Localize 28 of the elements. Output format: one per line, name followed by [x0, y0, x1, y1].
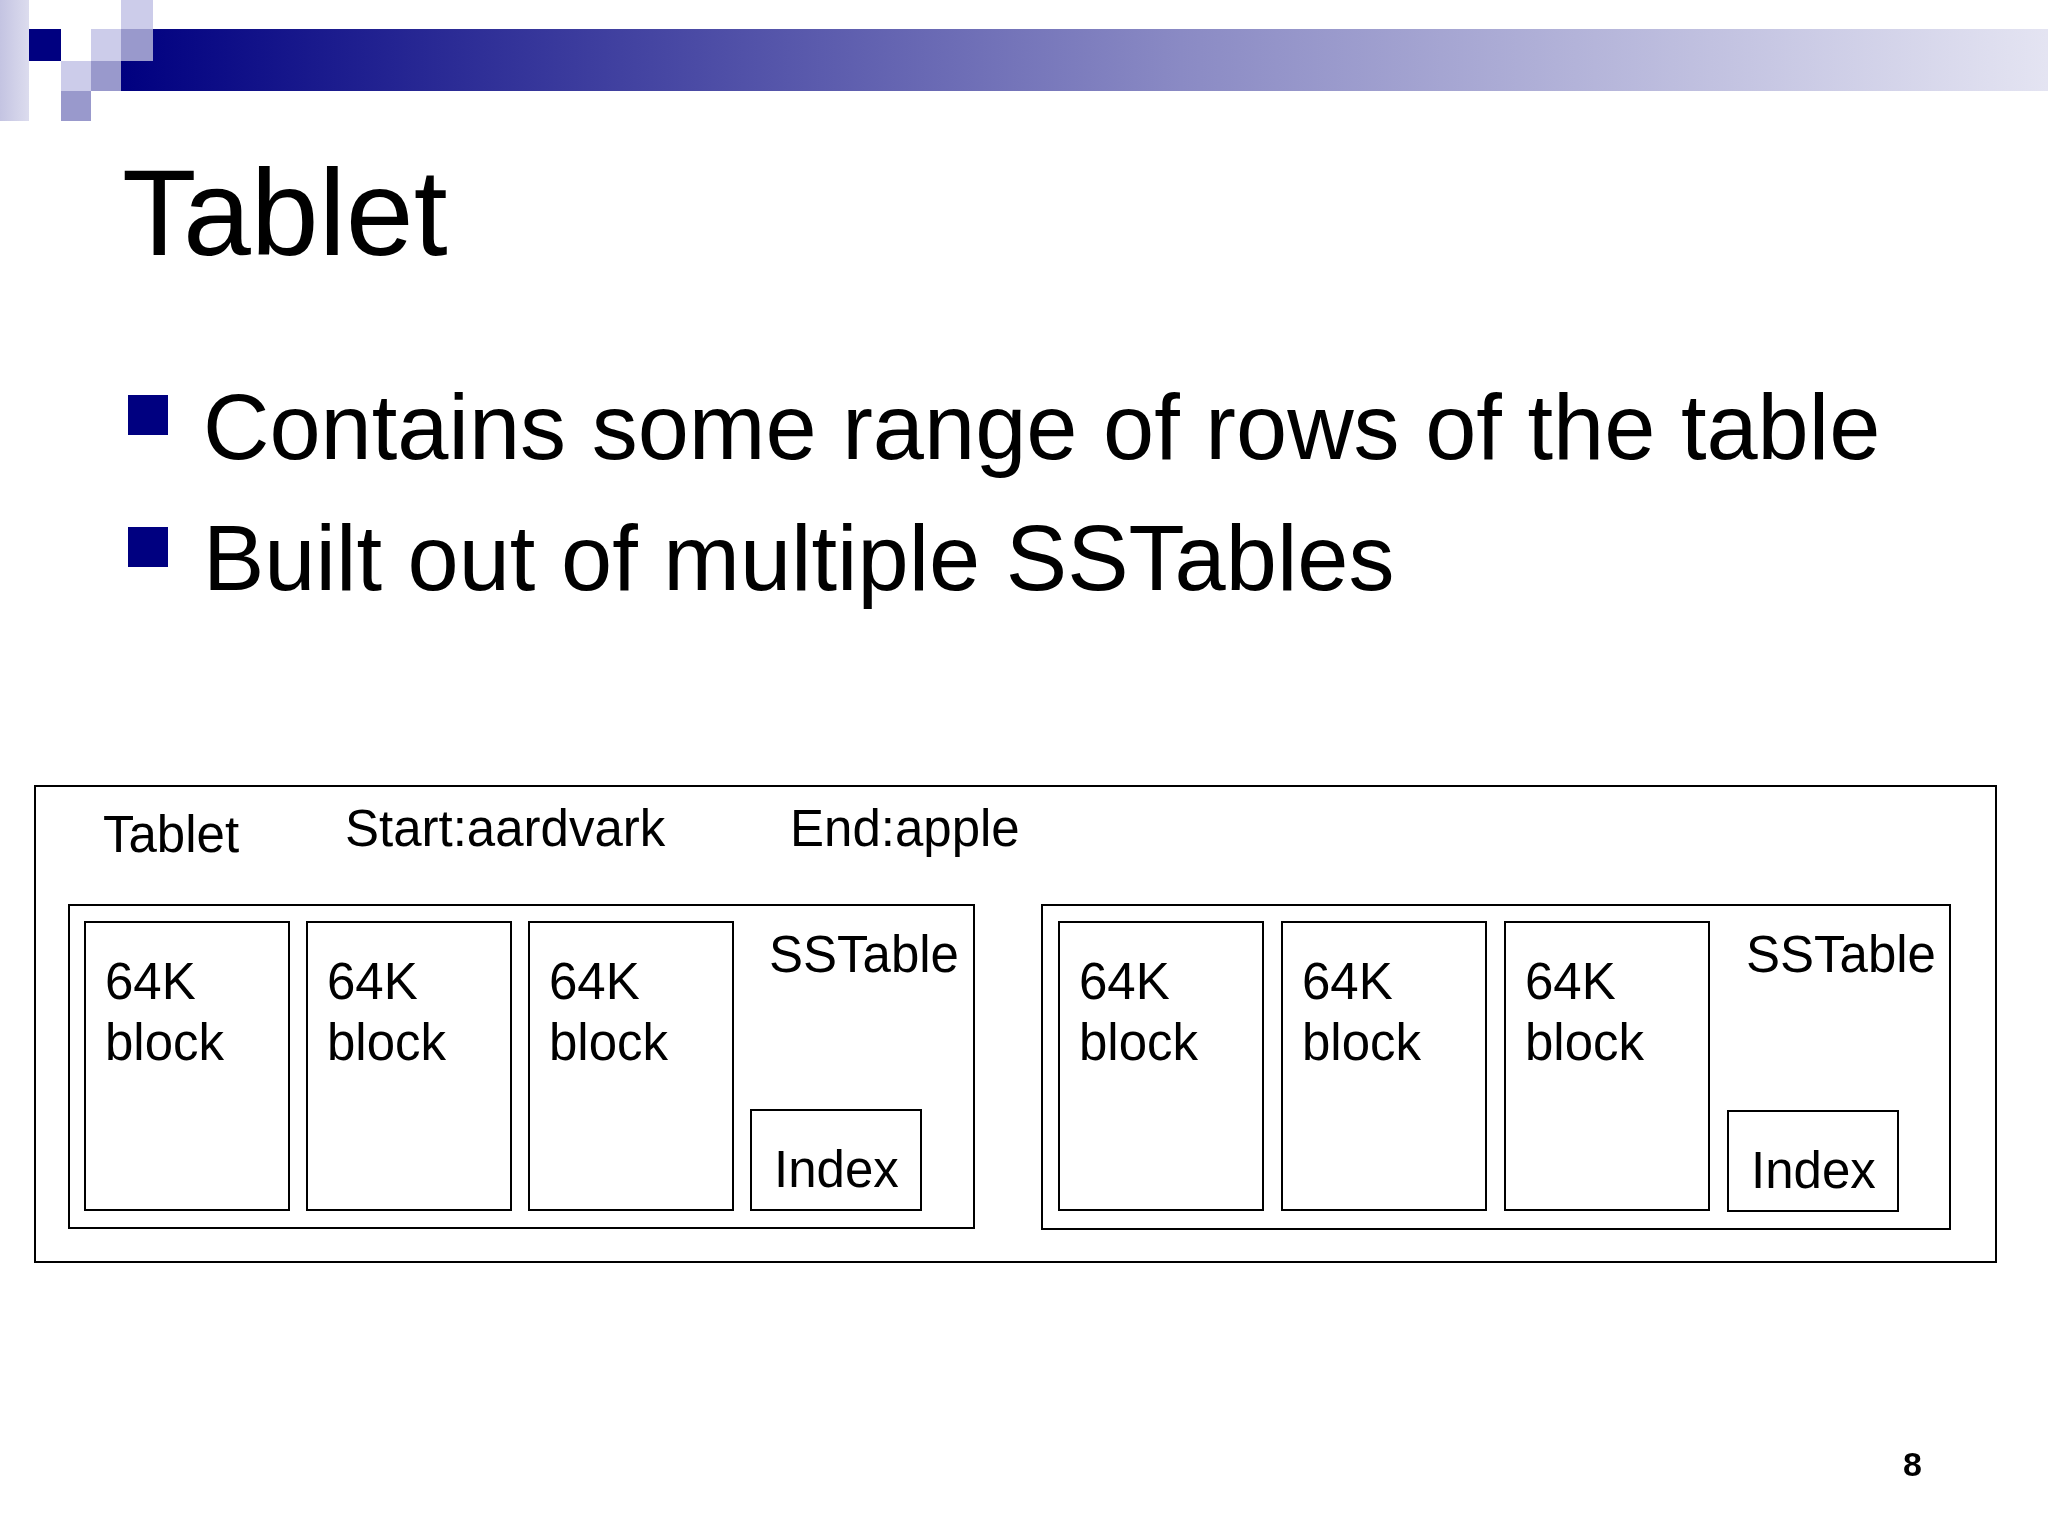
- bullet-text: Contains some range of rows of the table: [203, 375, 1881, 480]
- block-box: [1504, 921, 1710, 1211]
- index-box: [750, 1109, 922, 1211]
- block-label: 64K block: [327, 952, 448, 1073]
- block-box: [84, 921, 290, 1211]
- block-label: 64K block: [549, 952, 670, 1073]
- sstable-label: SSTable: [1746, 926, 1936, 985]
- sstable-box: [1041, 904, 1951, 1230]
- key-range-label: Start:aardvark: [345, 800, 666, 859]
- outer-frame: [34, 785, 1997, 1263]
- frame-heading: Tablet: [103, 806, 240, 865]
- slide-title: Tablet: [122, 144, 448, 283]
- page-number: 8: [1903, 1445, 1922, 1485]
- bullet-text: Built out of multiple SSTables: [203, 506, 1395, 611]
- block-box: [528, 921, 734, 1211]
- index-box: [1727, 1110, 1899, 1212]
- key-range-label: End:apple: [790, 800, 1020, 859]
- block-box: [306, 921, 512, 1211]
- index-label: Index: [1751, 1142, 1876, 1201]
- index-label: Index: [774, 1141, 899, 1200]
- sstable-label: SSTable: [769, 926, 959, 985]
- block-label: 64K block: [1525, 952, 1646, 1073]
- block-box: [1281, 921, 1487, 1211]
- block-label: 64K block: [1302, 952, 1423, 1073]
- block-label: 64K block: [1079, 952, 1200, 1073]
- block-label: 64K block: [105, 952, 226, 1073]
- block-box: [1058, 921, 1264, 1211]
- sstable-box: [68, 904, 975, 1229]
